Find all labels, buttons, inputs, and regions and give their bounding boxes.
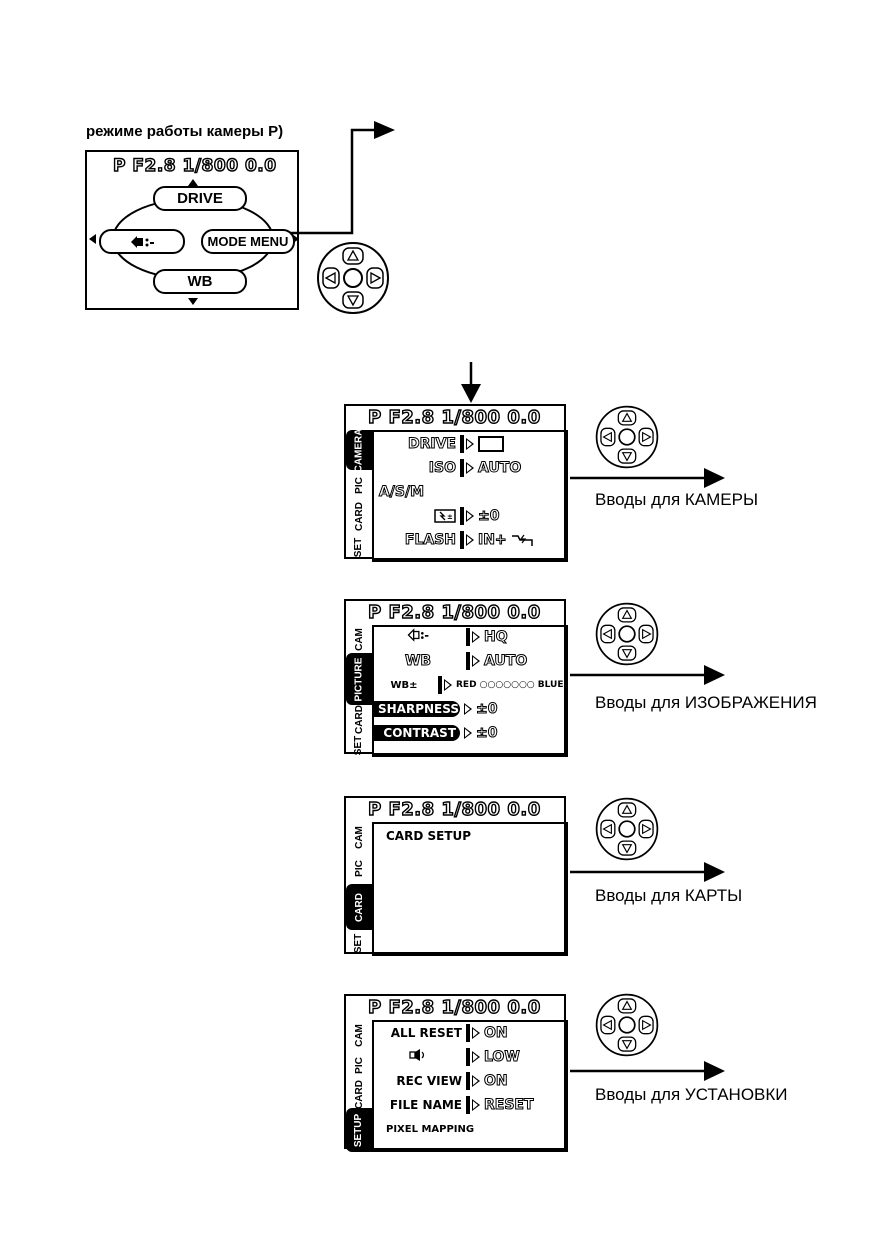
arrow-pad[interactable] (594, 796, 660, 862)
menu-row-sharpness[interactable]: SHARPNESS±0 (374, 698, 498, 720)
mode-menu-arrow (290, 121, 395, 235)
arrow-pad[interactable] (594, 404, 660, 470)
menu-row-drive[interactable]: DRIVE (374, 433, 504, 455)
menu-panel (372, 822, 568, 956)
tab-card[interactable]: CARD (353, 1079, 365, 1109)
status-bar: P F2.8 1/800 0.0 (367, 406, 541, 428)
arrow-pad-icon (595, 405, 659, 469)
status-bar: P F2.8 1/800 0.0 (367, 601, 541, 623)
tab-card[interactable]: CARD (353, 501, 365, 531)
quality-button[interactable] (99, 229, 185, 254)
down-arrow (461, 362, 481, 403)
quality-icon (131, 236, 154, 249)
mode-menu-screen: P F2.8 1/800 0.0 DRIVE MODE MENU WB (85, 150, 299, 310)
arrow-pad-icon (595, 797, 659, 861)
camera-label: Вводы для КАМЕРЫ (595, 490, 759, 509)
speaker-icon (409, 1048, 425, 1061)
camera-arrow (570, 468, 725, 488)
setup-menu-screen: P F2.8 1/800 0.0 SETUP CARD PIC CAM ALL … (344, 994, 568, 1152)
tab-pic[interactable]: PIC (353, 476, 365, 494)
menu-row-flash-exposure[interactable]: ±±0 (374, 505, 500, 527)
menu-row-contrast[interactable]: CONTRAST±0 (374, 722, 498, 744)
card-arrow (570, 862, 725, 882)
arrow-pad-icon (595, 993, 659, 1057)
menu-row-asm[interactable]: A/S/M (378, 484, 424, 501)
tab-pic[interactable]: PIC (353, 1056, 365, 1074)
tab-picture[interactable]: PICTURE (346, 653, 372, 705)
setup-label: Вводы для УСТАНОВКИ (595, 1085, 788, 1104)
status-bar: P F2.8 1/800 0.0 (367, 996, 541, 1018)
card-menu-screen: P F2.8 1/800 0.0 SET CARD PIC CAM CARD S… (344, 796, 568, 956)
quality-icon (407, 627, 429, 642)
status-bar: P F2.8 1/800 0.0 (112, 155, 277, 176)
flash-exposure-icon: ± (434, 509, 456, 523)
card-label: Вводы для КАРТЫ (595, 886, 743, 905)
drive-button[interactable]: DRIVE (153, 186, 247, 211)
tab-set[interactable]: SET (353, 537, 365, 557)
tab-cam[interactable]: CAM (353, 627, 365, 651)
arrow-pad-icon (317, 242, 389, 314)
wb-button[interactable]: WB (153, 269, 247, 294)
tab-card[interactable]: CARD (346, 884, 372, 930)
mode-menu-button[interactable]: MODE MENU (201, 229, 295, 254)
menu-panel (372, 1020, 568, 1152)
menu-row-card-setup[interactable]: CARD SETUP (386, 829, 472, 843)
tab-cam[interactable]: CAM (353, 1023, 365, 1047)
picture-menu-screen: P F2.8 1/800 0.0 SET CARD PICTURE CAM HQ… (344, 599, 568, 757)
tab-camera[interactable]: CAMERA (346, 428, 372, 472)
picture-arrow (570, 665, 725, 685)
arrow-pad-icon (595, 602, 659, 666)
tab-setup[interactable]: SETUP (346, 1108, 372, 1152)
tab-cam[interactable]: CAM (353, 825, 365, 849)
tab-card[interactable]: CARD (353, 704, 365, 734)
status-bar: P F2.8 1/800 0.0 (367, 798, 541, 820)
arrow-pad[interactable] (315, 240, 391, 316)
tab-pic[interactable]: PIC (353, 859, 365, 877)
menu-row-wb-adjust[interactable]: WB±RED ○○○○○○○ BLUE (374, 674, 564, 696)
menu-row-quality[interactable]: HQ (374, 626, 508, 648)
tab-set[interactable]: SET (353, 933, 365, 953)
camera-menu-screen: P F2.8 1/800 0.0 SET CARD PIC CAMERA DRI… (344, 404, 568, 562)
svg-text:±: ± (447, 513, 453, 521)
menu-row-sound[interactable]: LOW (374, 1046, 520, 1068)
header-caption: режиме работы камеры P) (86, 123, 284, 140)
single-frame-icon (478, 436, 504, 452)
tab-set[interactable]: SET (353, 735, 365, 755)
setup-arrow (570, 1061, 725, 1081)
arrow-pad[interactable] (594, 992, 660, 1058)
picture-label: Вводы для ИЗОБРАЖЕНИЯ (595, 693, 817, 712)
arrow-pad[interactable] (594, 601, 660, 667)
menu-row-pixel-mapping[interactable]: PIXEL MAPPING (386, 1123, 475, 1135)
external-flash-icon (511, 534, 533, 546)
